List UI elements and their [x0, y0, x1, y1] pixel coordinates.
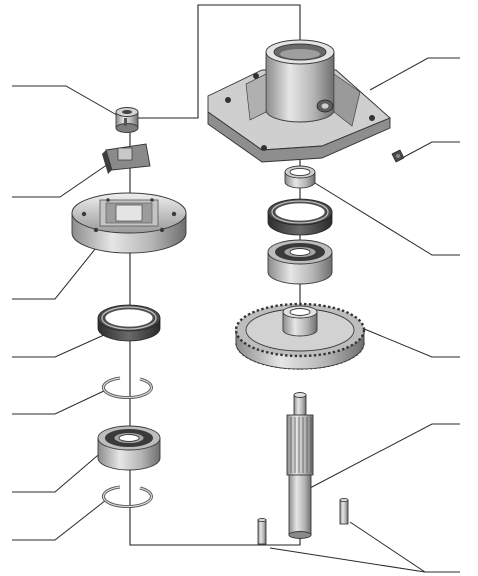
oil-seal-right	[267, 198, 333, 236]
retaining-ring-bottom	[101, 485, 153, 508]
leader-gear	[361, 327, 460, 358]
pin-right	[339, 497, 349, 525]
oil-seal-left	[97, 304, 161, 342]
spacer-ring	[284, 165, 316, 189]
gearbox-housing	[207, 39, 391, 163]
leader-shaft	[309, 423, 460, 489]
lock-nut	[115, 107, 139, 133]
leader-grease-nipple	[403, 141, 460, 158]
ball-bearing-left	[97, 425, 161, 471]
leader-pins-2	[269, 547, 426, 573]
left-leaders	[12, 85, 123, 541]
leader-retaining-ring-bottom	[12, 499, 107, 541]
tab-washer	[102, 143, 151, 174]
pin-left	[257, 517, 267, 545]
leader-retaining-ring-top	[12, 389, 107, 415]
right-leaders	[269, 57, 460, 573]
leader-lock-nut	[12, 85, 123, 119]
grease-nipple	[391, 149, 405, 163]
retaining-ring-top	[101, 376, 153, 399]
leader-oil-seal	[12, 334, 105, 358]
pins	[257, 497, 349, 545]
leader-tab-washer	[12, 159, 115, 198]
leader-housing	[369, 57, 460, 91]
splined-shaft	[286, 392, 314, 539]
bearing-cover-flange	[71, 192, 187, 254]
spur-gear	[234, 302, 366, 370]
leader-spacer-ring	[309, 179, 460, 256]
ball-bearing-right	[267, 239, 333, 285]
leader-flange	[12, 237, 105, 300]
leader-bearing	[12, 449, 105, 493]
leader-pins	[349, 521, 460, 573]
